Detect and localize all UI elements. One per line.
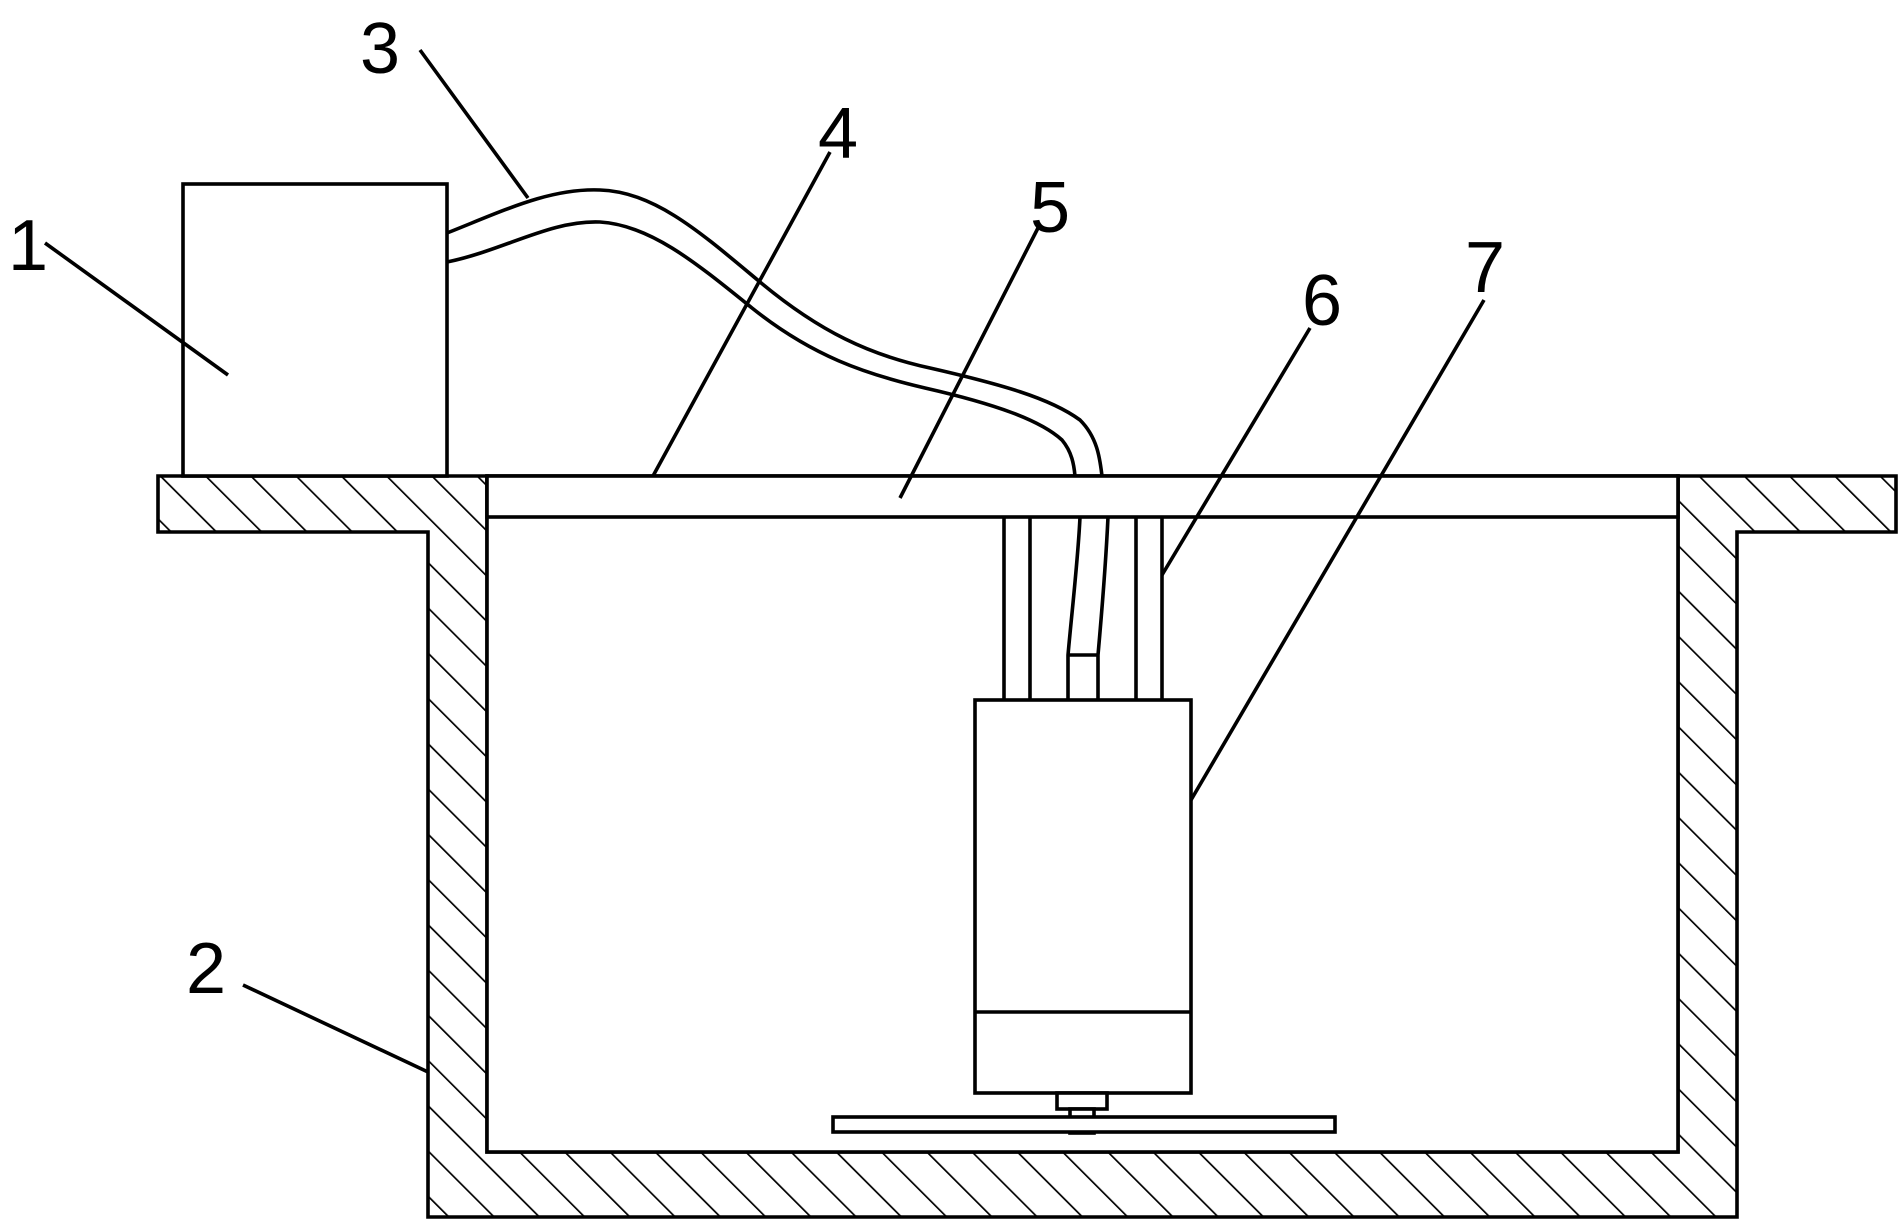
leader-6 [1160, 327, 1312, 576]
leader-lines [43, 48, 1486, 1074]
leader-4 [651, 151, 832, 477]
label-7: 7 [1465, 228, 1505, 308]
leader-7 [1189, 299, 1486, 801]
leader-2 [242, 983, 429, 1074]
inner-hose [1066, 516, 1110, 700]
control-box [181, 182, 449, 478]
stirring-blade [831, 1115, 1337, 1134]
hose [446, 188, 1104, 477]
leader-5 [898, 227, 1040, 499]
label-6: 6 [1302, 261, 1342, 341]
shaft-coupling [1055, 1091, 1109, 1111]
label-3: 3 [360, 9, 400, 89]
lid-plate [485, 474, 1680, 519]
label-2: 2 [186, 929, 226, 1009]
label-5: 5 [1030, 168, 1070, 248]
motor-body [973, 698, 1193, 1095]
leader-3 [418, 48, 530, 200]
label-4: 4 [818, 94, 858, 174]
leader-1 [43, 241, 230, 377]
support-rods [1002, 517, 1164, 700]
label-1: 1 [8, 206, 48, 286]
